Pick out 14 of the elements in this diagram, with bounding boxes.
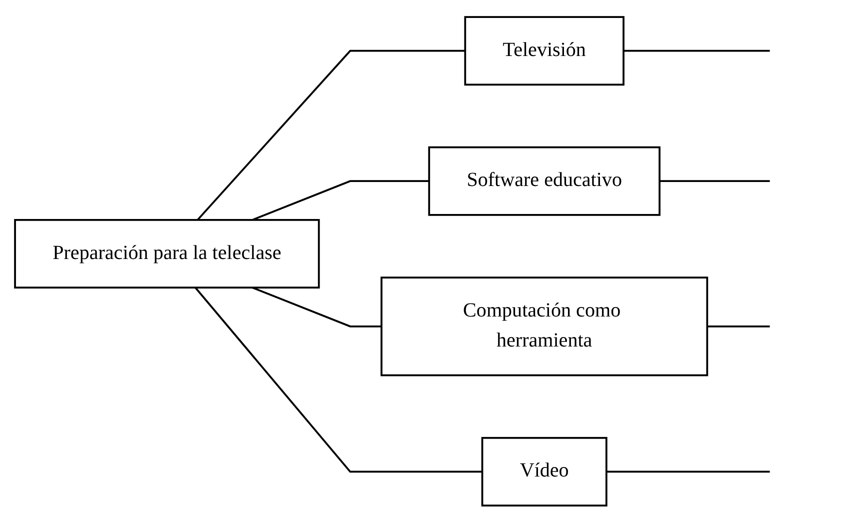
connector: [707, 326, 770, 328]
connector: [624, 50, 770, 52]
connector: [196, 50, 466, 221]
connector: [606, 471, 770, 473]
connector: [660, 180, 770, 182]
node-box: [481, 437, 608, 507]
node-box: [14, 219, 320, 289]
diagram: Preparación para la teleclase Televisión Software educativo Computación como herramienta Vídeo: [5, 7, 855, 516]
connector: [252, 286, 382, 328]
connector: [194, 287, 482, 473]
connector: [252, 180, 430, 222]
node-box: [380, 276, 708, 376]
node-box: [428, 146, 660, 216]
node-box: [464, 16, 624, 86]
